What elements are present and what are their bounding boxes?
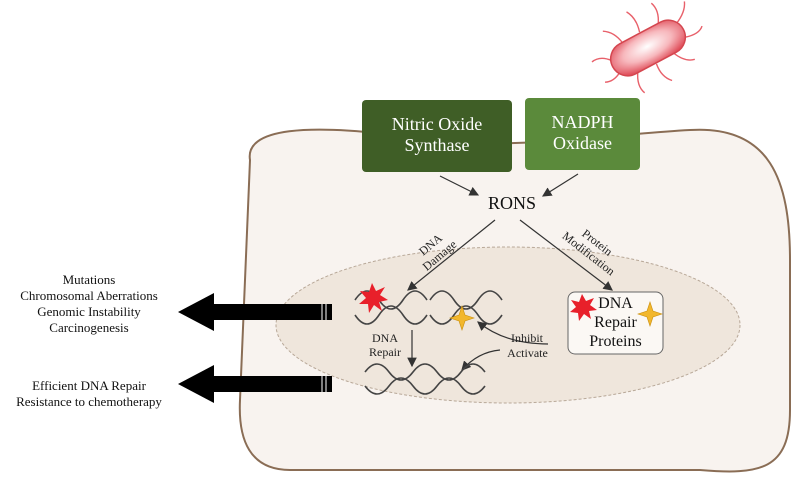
arrow-dna-damage bbox=[407, 219, 496, 291]
outcome-item: Genomic Instability bbox=[37, 304, 141, 319]
nos-label: Nitric Oxide Synthase bbox=[391, 114, 483, 155]
rons-label: RONS bbox=[487, 193, 536, 213]
outcomes-bottom: Efficient DNA Repair Resistance to chemo… bbox=[0, 378, 178, 410]
outcome-item: Carcinogenesis bbox=[49, 320, 129, 335]
nos-box bbox=[362, 100, 512, 172]
outcome-item: Chromosomal Aberrations bbox=[20, 288, 158, 303]
nadph-box bbox=[525, 98, 640, 170]
nucleus bbox=[275, 246, 741, 404]
activate-label: Activate bbox=[507, 346, 548, 360]
outcome-item: Resistance to chemotherapy bbox=[16, 394, 162, 409]
arrow-inhibit bbox=[477, 321, 549, 345]
outcome-item: Efficient DNA Repair bbox=[32, 378, 146, 393]
repair-proteins-label: DNA Repair Proteins bbox=[589, 295, 642, 350]
arrow-nos-rons bbox=[439, 175, 480, 196]
outcome-arrow-bottom bbox=[178, 365, 332, 403]
outcome-item: Mutations bbox=[62, 272, 116, 287]
damaged-dna-icon bbox=[354, 290, 503, 325]
outcome-arrow-top bbox=[178, 293, 332, 331]
outcomes-top: Mutations Chromosomal Aberrations Genomi… bbox=[0, 272, 178, 336]
bacterium-icon bbox=[591, 1, 703, 94]
inhibit-label: Inhibit bbox=[511, 331, 543, 345]
arrow-nadph-rons bbox=[541, 173, 579, 197]
sparkle-icon bbox=[449, 305, 475, 331]
dna-repair-label: DNA Repair bbox=[369, 331, 401, 359]
repair-star-icon bbox=[570, 294, 597, 321]
arrow-protein-mod bbox=[519, 219, 613, 291]
nadph-label: NADPH Oxidase bbox=[551, 112, 614, 153]
repair-sparkle-icon bbox=[637, 301, 663, 327]
repaired-dna-icon bbox=[364, 363, 486, 395]
damage-star-icon bbox=[359, 283, 388, 313]
